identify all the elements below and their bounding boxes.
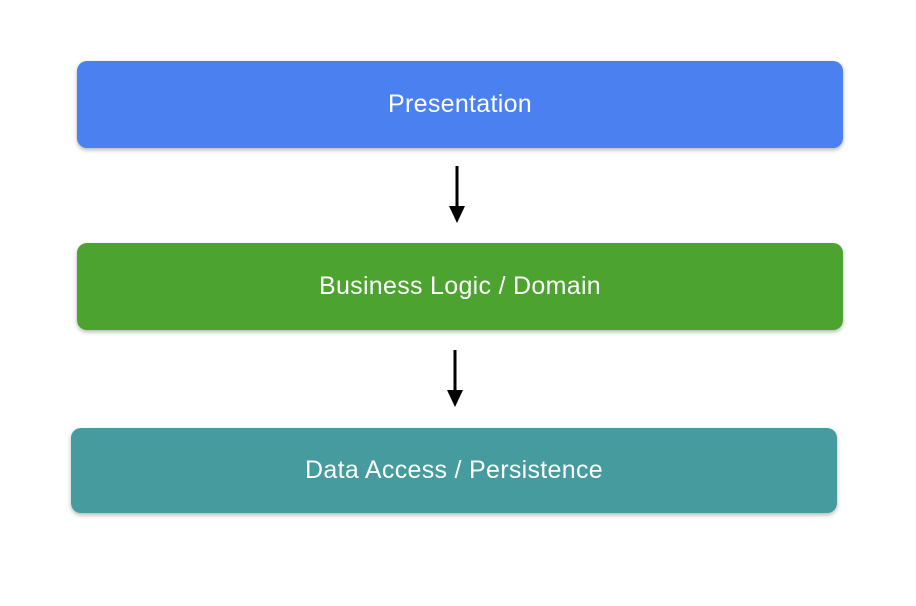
node-data-access-label: Data Access / Persistence — [305, 456, 603, 484]
node-presentation-label: Presentation — [388, 90, 532, 118]
node-data-access: Data Access / Persistence — [71, 428, 837, 513]
node-business-logic: Business Logic / Domain — [77, 243, 843, 330]
arrow-down-icon — [447, 350, 463, 407]
node-business-logic-label: Business Logic / Domain — [318, 272, 602, 300]
node-presentation: Presentation — [77, 61, 843, 148]
arrow-down-icon — [449, 166, 465, 223]
